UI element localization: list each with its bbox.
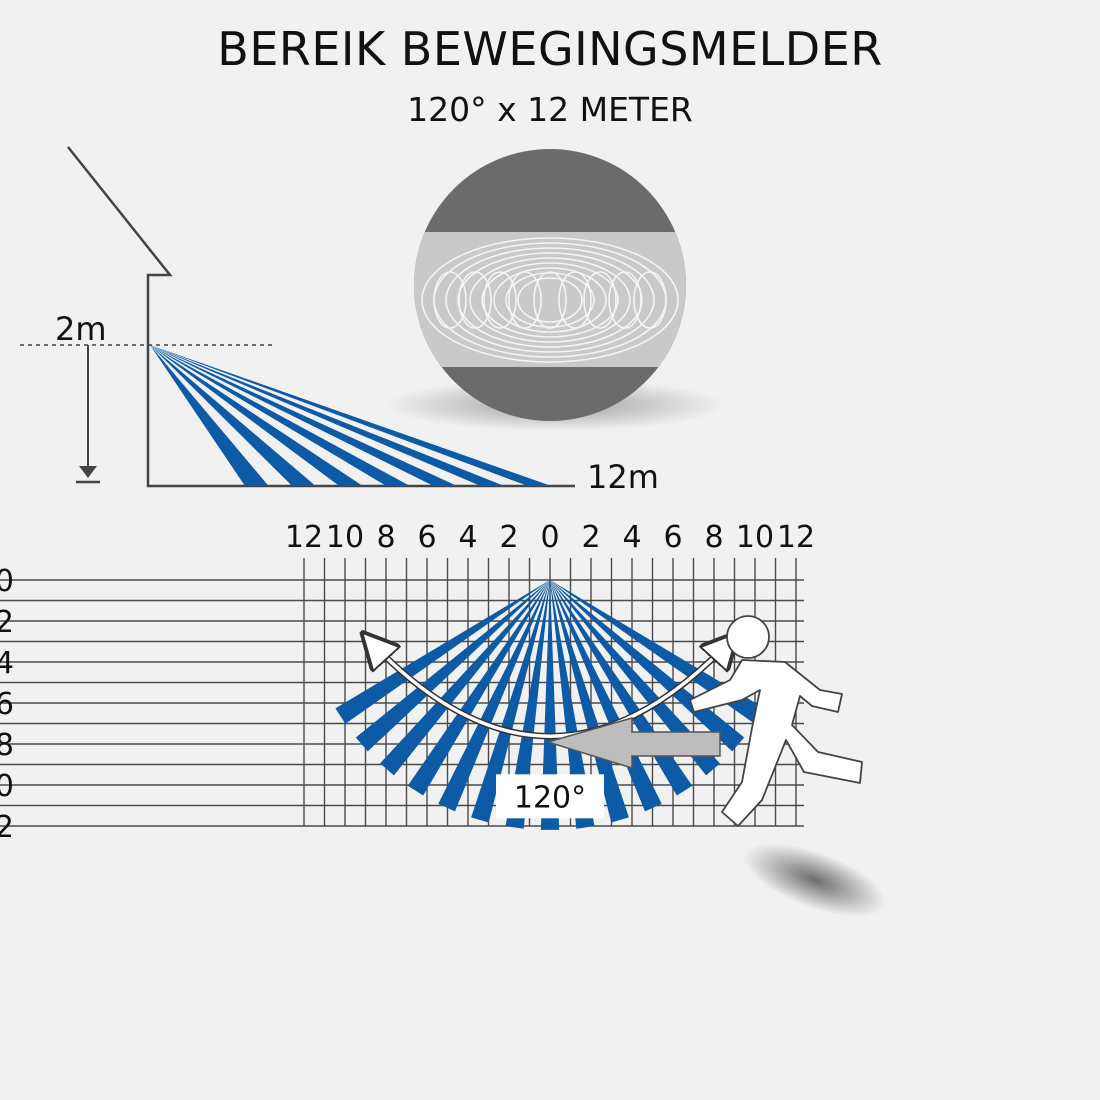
x-tick-label: 12 (777, 520, 815, 555)
y-tick-label: 0 (0, 564, 14, 599)
side-beam (150, 345, 505, 486)
mount-height-arrow-icon (76, 345, 100, 484)
x-tick-label: 10 (736, 520, 774, 555)
y-tick-label: 10 (0, 769, 14, 804)
angle-arc-icon (364, 634, 737, 740)
x-tick-label: 4 (458, 520, 477, 555)
side-beams (150, 345, 552, 486)
y-tick-label: 8 (0, 728, 14, 763)
x-tick-label: 8 (376, 520, 395, 555)
y-tick-label: 4 (0, 646, 14, 681)
detection-beam (540, 580, 560, 830)
side-beam (150, 345, 410, 486)
person-shadow (743, 843, 887, 917)
page-title: BEREIK BEWEGINGSMELDER (217, 22, 883, 76)
top-view-grid: 12108642024681012024681012120° (0, 520, 887, 917)
x-tick-label: 10 (326, 520, 364, 555)
running-person-icon (689, 615, 863, 827)
mount-height-label: 2m (55, 310, 107, 348)
x-tick-label: 6 (417, 520, 436, 555)
y-tick-label: 6 (0, 687, 14, 722)
x-tick-label: 6 (663, 520, 682, 555)
y-tick-label: 2 (0, 605, 14, 640)
side-beam (150, 345, 269, 486)
side-beam (150, 345, 316, 486)
x-tick-label: 12 (285, 520, 323, 555)
page-subtitle: 120° x 12 METER (407, 90, 693, 129)
side-beam (150, 345, 363, 486)
motion-sensor-dome-icon (385, 149, 725, 431)
x-tick-label: 2 (499, 520, 518, 555)
side-beam (150, 345, 458, 486)
x-tick-label: 2 (581, 520, 600, 555)
range-label: 12m (587, 458, 659, 496)
side-view: 2m 12m (20, 146, 659, 496)
house-outline-icon (67, 146, 575, 488)
x-tick-label: 8 (704, 520, 723, 555)
movement-arrow-icon (545, 717, 721, 770)
angle-label: 120° (514, 780, 586, 815)
x-tick-label: 4 (622, 520, 641, 555)
x-tick-label: 0 (540, 520, 559, 555)
y-tick-label: 12 (0, 810, 14, 845)
side-beam (150, 345, 552, 486)
angle-label-box (496, 774, 604, 819)
